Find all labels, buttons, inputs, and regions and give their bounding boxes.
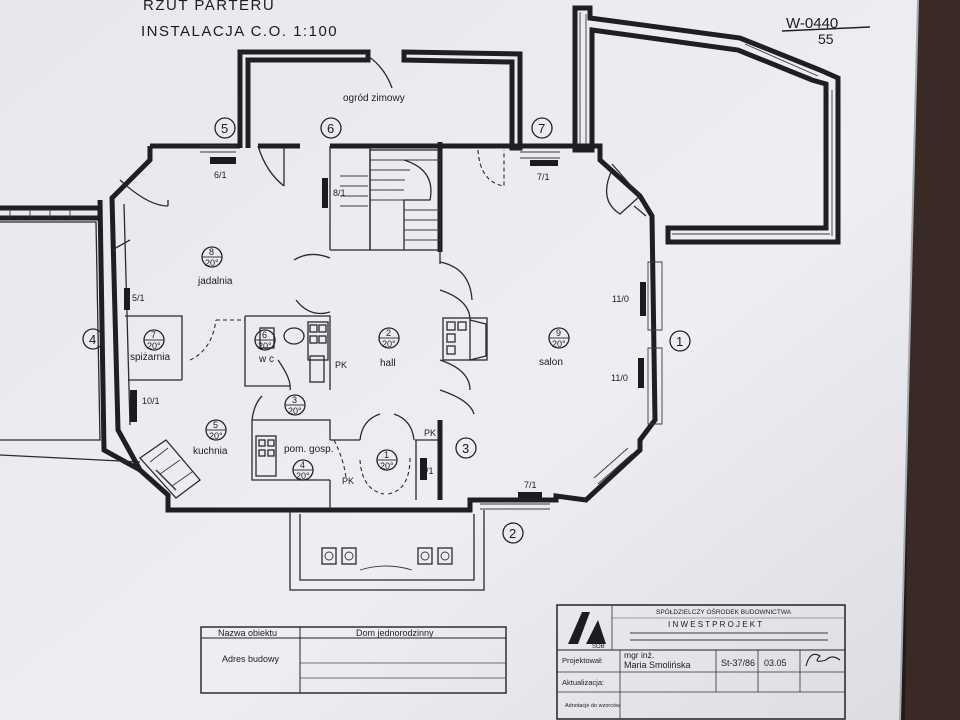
drawing-date: 03.05	[764, 658, 787, 668]
room-3: 3 20°	[284, 394, 306, 416]
axis-marker-1: 1	[669, 330, 691, 352]
company-name-line-1: SPÓŁDZIELCZY OŚRODEK BUDOWNICTWA	[656, 607, 792, 616]
room-name: jadalnia	[197, 276, 233, 287]
room-number: 9	[556, 328, 561, 338]
winter-garden-label: ogród zimowy	[343, 93, 405, 104]
room-name: spiżarnia	[130, 352, 170, 363]
axis-marker-7: 7	[531, 117, 553, 139]
room-name: kuchnia	[193, 446, 228, 457]
room-temp: 20°	[205, 258, 219, 268]
radiator-tag-5-1: 5/1	[132, 293, 145, 303]
room-1: 1 20°	[376, 449, 398, 471]
radiator-tag-4-1: 4/1	[421, 466, 434, 476]
staircase	[340, 149, 441, 251]
axis-marker-4: 4	[82, 328, 104, 350]
title-line-1: RZUT PARTERU	[143, 0, 275, 14]
room-temp: 20°	[209, 431, 223, 441]
signature-mark	[805, 653, 841, 667]
room-pom-gosp: 4 20° pom. gosp.	[284, 444, 333, 481]
address-label: Adres budowy	[222, 654, 280, 664]
terrace-outline	[572, 5, 841, 245]
axis-markers: 1 2 3 4 5 6 7	[82, 117, 691, 544]
room-number: 2	[386, 328, 391, 338]
axis-marker-6: 6	[320, 117, 342, 139]
room-salon: 9 20° salon	[539, 327, 570, 368]
designed-by-label: Projektował:	[562, 656, 603, 665]
room-temp: 20°	[296, 471, 310, 481]
room-temp: 20°	[552, 339, 566, 349]
room-temp: 20°	[382, 339, 396, 349]
room-temp: 20°	[288, 406, 302, 416]
room-name: hall	[380, 358, 396, 369]
object-info-table: Nazwa obiektu Dom jednorodzinny Adres bu…	[200, 626, 507, 694]
title-line-2: INSTALACJA C.O. 1:100	[141, 23, 338, 40]
radiator-tag-11-0-a: 11/0	[612, 294, 629, 304]
designer-name: Maria Smolińska	[624, 660, 691, 670]
drawing-code: St-37/86	[721, 658, 755, 668]
pk-tag-entrance: PK	[342, 476, 354, 486]
axis-marker-3: 3	[455, 437, 477, 459]
drawing-number-top: W-0440	[786, 15, 838, 32]
room-number: 3	[292, 395, 297, 405]
entrance-porch	[289, 510, 485, 591]
radiator-tag-10-1: 10/1	[142, 396, 160, 406]
room-jadalnia: 8 20° jadalnia	[197, 246, 233, 287]
door-swings	[119, 145, 641, 495]
company-logo: SOB	[568, 612, 606, 650]
room-number: 8	[209, 247, 214, 257]
windows	[200, 145, 663, 510]
radiator-tag-11-0-b: 11/0	[611, 373, 628, 383]
remarks-label: Adnotacje do wzorców	[565, 703, 620, 709]
drawing-title: RZUT PARTERU INSTALACJA C.O. 1:100	[141, 0, 338, 40]
axis-label: 2	[509, 526, 516, 541]
axis-marker-5: 5	[214, 117, 236, 139]
room-temp: 20°	[147, 341, 161, 351]
room-name: pom. gosp.	[284, 444, 333, 455]
room-name: w c	[258, 354, 274, 365]
room-kuchnia: 5 20° kuchnia	[193, 419, 228, 457]
room-hall: 2 20° hall	[378, 327, 400, 369]
axis-label: 5	[221, 121, 228, 136]
axis-marker-2: 2	[502, 522, 524, 544]
axis-label: 4	[89, 332, 96, 347]
radiator-tag-6-1: 6/1	[214, 170, 227, 180]
room-temp: 20°	[380, 461, 394, 471]
room-number: 5	[213, 420, 218, 430]
room-number: 6	[262, 330, 267, 340]
object-name-label: Nazwa obiektu	[218, 628, 277, 638]
drawing-number: W-0440 55	[781, 15, 871, 47]
axis-label: 7	[538, 121, 545, 136]
designer-title: mgr inż.	[624, 650, 654, 660]
radiator-tag-7-1-north: 7/1	[537, 172, 550, 182]
updated-label: Aktualizacja:	[562, 678, 604, 687]
company-title-block: SOB SPÓŁDZIELCZY OŚRODEK BUDOWNICTWA I N…	[556, 604, 846, 720]
room-number: 1	[384, 450, 389, 460]
room-wc: 6 20° w c	[254, 329, 276, 365]
object-name-value: Dom jednorodzinny	[356, 628, 434, 638]
room-temp: 20°	[258, 341, 272, 351]
axis-label: 1	[676, 334, 683, 349]
fixtures	[139, 317, 488, 499]
radiator-tags: 6/1 8/1 7/1 5/1 11/0 11/0 10/1 4/1 7/1 P…	[132, 170, 629, 490]
radiator-tag-8-1: 8/1	[333, 188, 346, 198]
axis-label: 6	[327, 121, 334, 136]
pk-tag-vestibule: PK	[424, 428, 436, 438]
drawing-number-bottom: 55	[818, 31, 834, 47]
room-name: salon	[539, 357, 563, 368]
radiator-tag-7-1-south: 7/1	[524, 480, 537, 490]
room-number: 7	[151, 330, 156, 340]
left-annex	[0, 199, 142, 473]
room-number: 4	[300, 460, 305, 470]
logo-text: SOB	[592, 644, 605, 650]
pk-tag-hall: PK	[335, 360, 347, 370]
company-name-line-2: I N W E S T P R O J E K T	[668, 620, 762, 629]
room-spizarnia: 7 20° spiżarnia	[130, 329, 170, 363]
room-markers: 8 20° jadalnia 7 20° spiżarnia 6 20° w c…	[130, 246, 570, 481]
radiators	[124, 157, 646, 498]
axis-label: 3	[462, 441, 469, 456]
